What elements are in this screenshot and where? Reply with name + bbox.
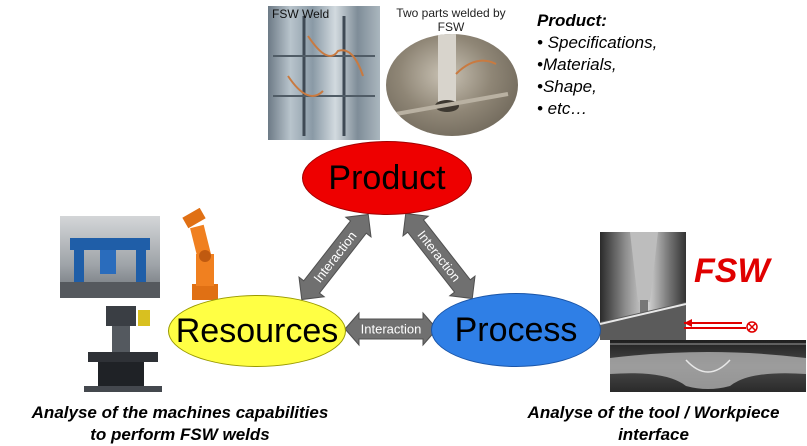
- fsw-tool-photo: [600, 232, 686, 340]
- product-node: Product: [302, 141, 472, 215]
- two-parts-photo-graphic: [395, 34, 509, 116]
- arrow-resources-process: Interaction: [344, 311, 438, 347]
- process-node-label: Process: [454, 310, 578, 349]
- two-parts-photo: [386, 34, 518, 136]
- arrow-label-product-process: Interaction: [414, 227, 463, 284]
- tool-workpiece-analysis-label: Analyse of the tool / Workpiece interfac…: [500, 402, 807, 446]
- tool-workpiece-analysis-line1: Analyse of the tool / Workpiece: [527, 403, 780, 422]
- two-parts-caption: Two parts welded by FSW: [396, 6, 506, 34]
- fsw-logo: FSW: [694, 252, 770, 290]
- machines-analysis-line1: Analyse of the machines capabilities: [31, 403, 329, 422]
- gantry-machine-photo: [60, 216, 160, 298]
- milling-machine-photo: [82, 300, 164, 392]
- fsw-weld-caption: FSW Weld: [272, 7, 330, 21]
- process-node: Process: [431, 293, 601, 367]
- resources-node: Resources: [168, 295, 346, 367]
- fsw-weld-photo: FSW Weld: [268, 6, 380, 140]
- arrow-label-product-resources: Interaction: [310, 228, 359, 285]
- product-spec-item: •Materials,: [537, 55, 617, 74]
- gantry-machine-graphic: [60, 238, 160, 298]
- milling-machine-graphic: [84, 306, 162, 392]
- machines-analysis-line2: to perform FSW welds: [90, 425, 270, 444]
- weld-cross-section-photo: [610, 340, 806, 392]
- resources-node-label: Resources: [175, 311, 339, 350]
- product-spec-item: • Specifications,: [537, 33, 658, 52]
- fsw-weld-photo-graphic: [273, 16, 375, 136]
- product-spec-item: • etc…: [537, 99, 588, 118]
- fsw-tool-graphic: [600, 232, 686, 340]
- arrow-label-resources-process: Interaction: [361, 322, 422, 337]
- robot-arm-photo: [174, 208, 236, 302]
- arrow-product-resources: Interaction: [298, 213, 372, 301]
- weld-cross-section-graphic: [610, 343, 806, 389]
- robot-arm-graphic: [182, 208, 218, 300]
- product-spec-item: •Shape,: [537, 77, 597, 96]
- product-specs-list: Product: • Specifications, •Materials, •…: [537, 10, 657, 120]
- product-node-label: Product: [328, 158, 446, 197]
- product-specs-heading: Product:: [537, 11, 607, 30]
- machines-analysis-label: Analyse of the machines capabilities to …: [0, 402, 360, 446]
- tool-workpiece-analysis-line2: interface: [618, 425, 689, 444]
- arrow-product-process: Interaction: [402, 212, 476, 300]
- rotation-arrow-icon: [684, 319, 758, 333]
